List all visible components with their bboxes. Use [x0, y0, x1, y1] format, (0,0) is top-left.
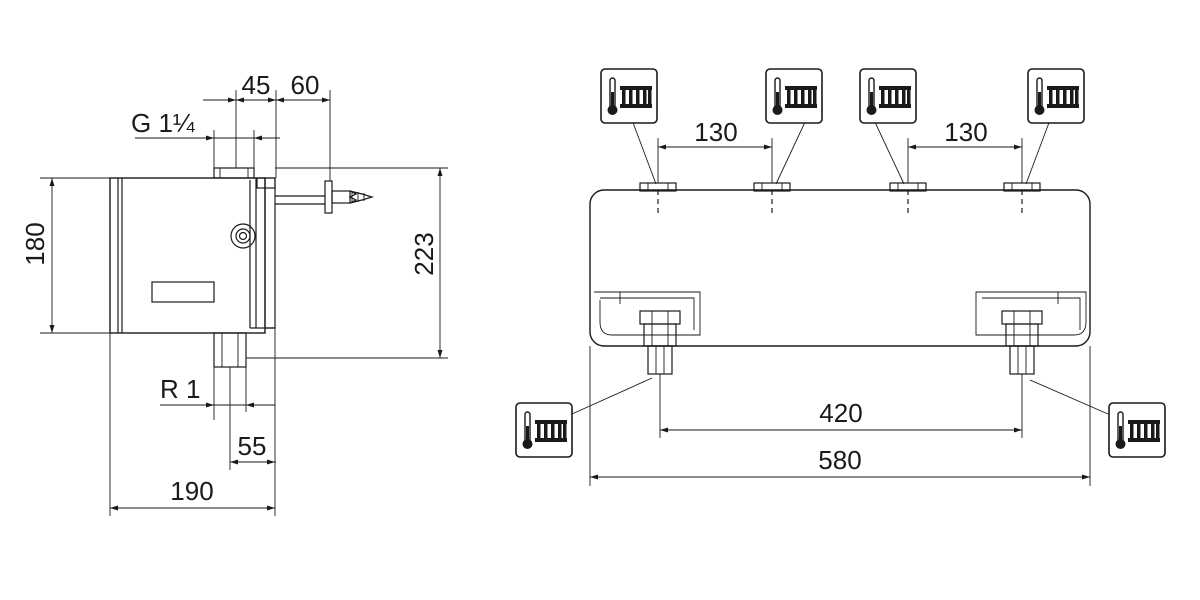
dim-55-group: 55: [229, 367, 276, 470]
dim-420-group: 420: [659, 374, 1023, 438]
dim-190: 190: [170, 476, 213, 506]
radiator-thermometer-icon: [515, 402, 573, 458]
side-body: [109, 177, 276, 334]
dim-55: 55: [238, 431, 267, 461]
dim-180: 180: [20, 222, 50, 265]
thread-callout-bottom: R 1: [160, 367, 275, 420]
bottom-connectors: [639, 310, 1043, 375]
dim-580-group: 580: [589, 346, 1091, 486]
wall-bracket: [275, 180, 375, 214]
dim-580: 580: [818, 445, 861, 475]
dim-130-left: 130: [694, 117, 737, 147]
centerlines: [657, 190, 1023, 214]
radiator-thermometer-icon: [859, 68, 917, 124]
radiator-thermometer-icon: [1108, 402, 1166, 458]
dim-130-right-group: 130: [907, 117, 1023, 183]
side-view: 45 60 G 1¼ 180 223: [20, 70, 448, 516]
dim-190-group: 190: [109, 328, 276, 516]
dim-420: 420: [819, 398, 862, 428]
dim-223: 223: [409, 232, 439, 275]
bottom-connection: [213, 332, 247, 368]
dim-60: 60: [291, 70, 320, 100]
radiator-thermometer-icon: [765, 68, 823, 124]
top-connection: [213, 167, 276, 189]
dim-45-60: 45 60: [203, 70, 331, 181]
leader-lines: [571, 119, 1109, 415]
front-body: [589, 189, 1091, 347]
radiator-thermometer-icon: [1027, 68, 1085, 124]
thread-label-bottom: R 1: [160, 374, 200, 404]
dim-45: 45: [242, 70, 271, 100]
dim-223-group: 223: [246, 167, 448, 359]
dim-130-left-group: 130: [657, 117, 773, 183]
dim-130-right: 130: [944, 117, 987, 147]
front-view: 130 130 420 580: [515, 68, 1166, 486]
radiator-thermometer-icon: [600, 68, 658, 124]
thread-callout-top: G 1¼: [131, 108, 280, 168]
thread-label-top: G 1¼: [131, 108, 195, 138]
dim-180-group: 180: [20, 177, 110, 334]
